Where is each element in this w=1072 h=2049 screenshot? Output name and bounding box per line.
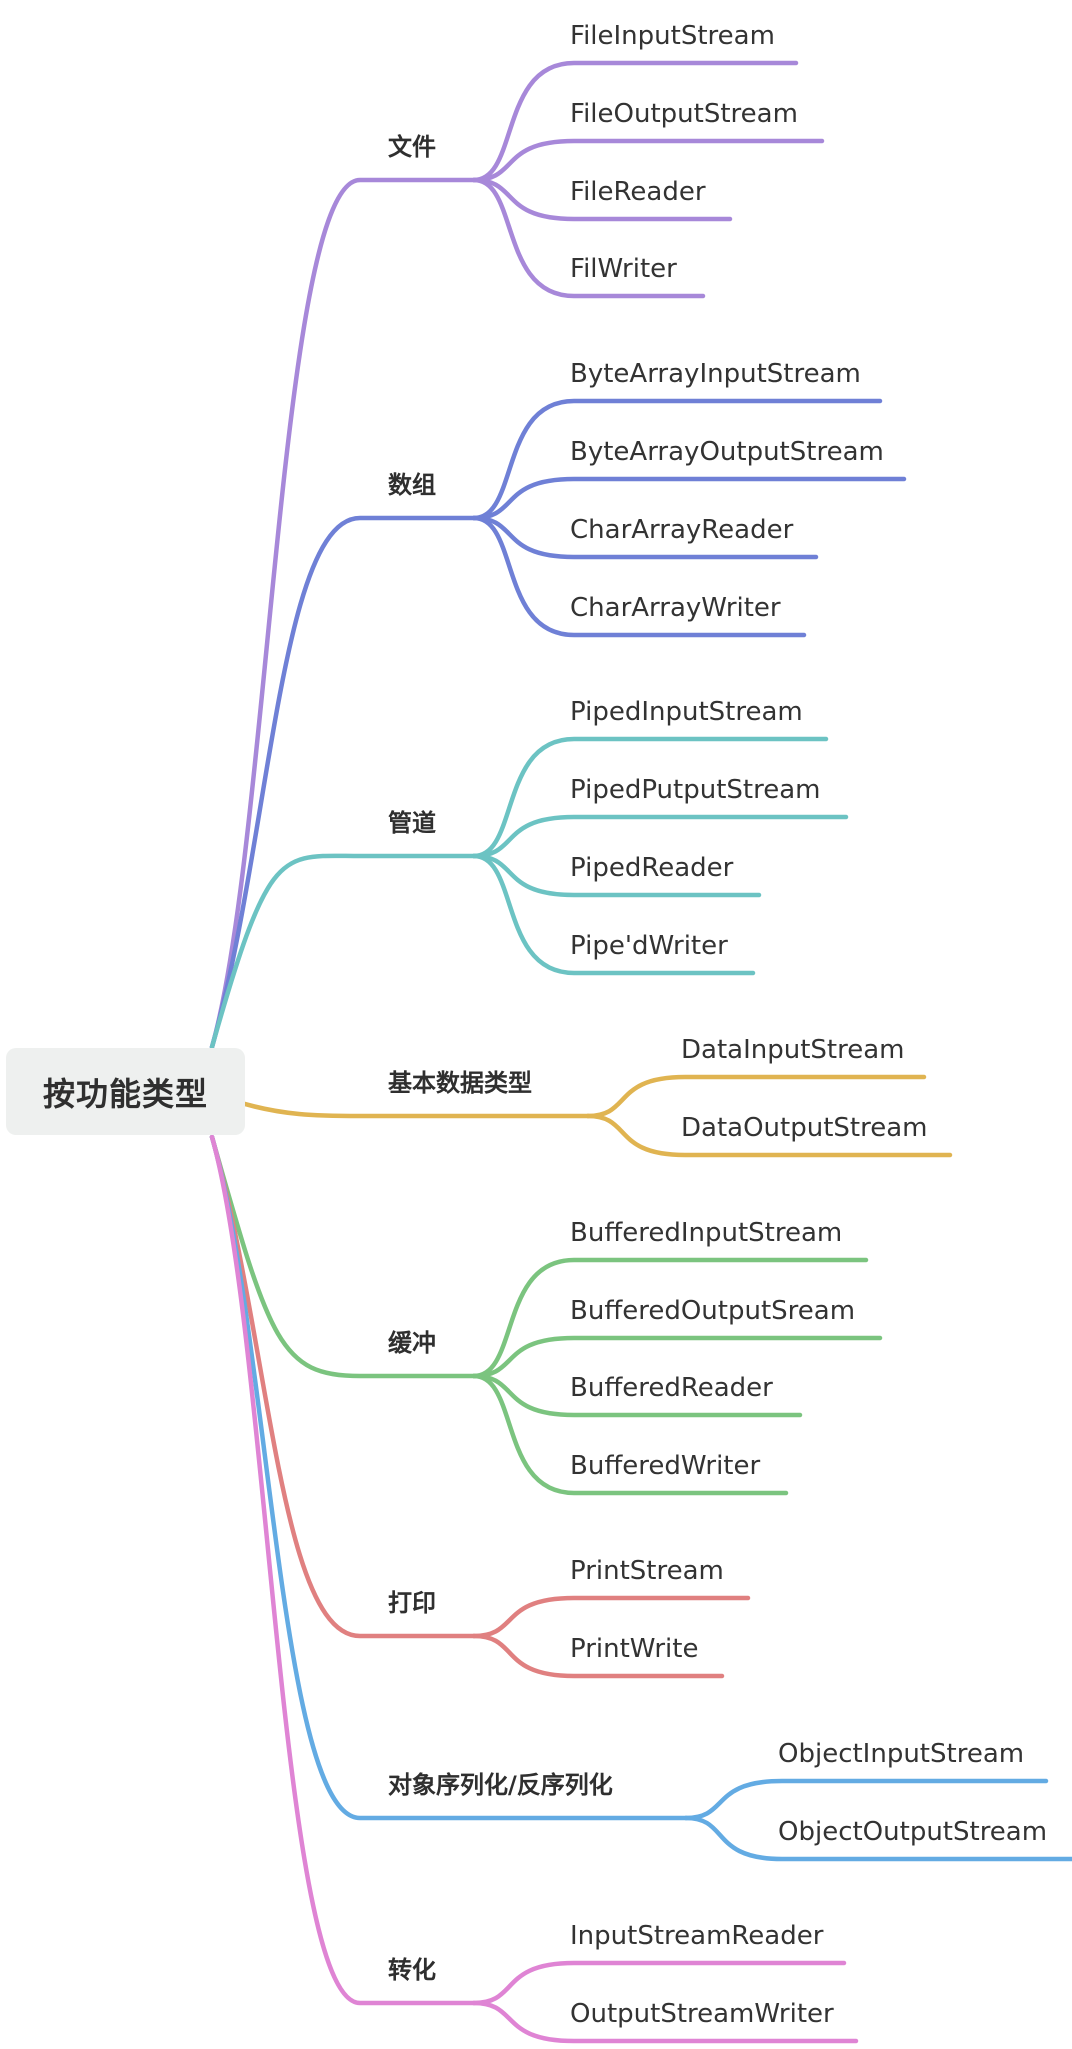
leaf-label[interactable]: CharArrayReader [570,515,794,545]
leaf-connector-0-1 [471,138,825,183]
leaf-connector-2-1 [471,814,849,859]
leaf-label[interactable]: BufferedReader [570,1373,773,1403]
leaf-connector-4-1 [471,1335,883,1379]
branch-connector-2 [209,853,477,1050]
leaf-label[interactable]: FileReader [570,177,706,207]
leaf-connector-1-1 [471,476,907,521]
leaf-connector-3-0 [585,1074,927,1119]
leaf-label[interactable]: BufferedInputStream [570,1218,843,1248]
branch-label[interactable]: 数组 [388,471,436,499]
leaf-connector-5-0 [471,1595,751,1639]
branch-connector-4 [209,1134,477,1379]
leaf-connector-0-2 [471,177,733,222]
leaf-label[interactable]: BufferedOutputSream [570,1296,856,1326]
branch-label[interactable]: 缓冲 [388,1329,436,1357]
branch-label[interactable]: 文件 [388,133,436,161]
leaf-connector-1-0 [471,398,883,521]
leaf-connector-2-2 [471,853,762,898]
branch-connector-1 [209,515,477,1050]
leaf-label[interactable]: FilWriter [570,254,677,284]
branch-label[interactable]: 打印 [388,1589,436,1617]
leaf-label[interactable]: PrintWrite [570,1634,699,1664]
leaf-label[interactable]: ByteArrayOutputStream [570,437,884,467]
leaf-connector-6-0 [683,1778,1049,1821]
branch-label[interactable]: 对象序列化/反序列化 [388,1771,613,1799]
leaf-connector-2-0 [471,736,829,859]
leaf-label[interactable]: InputStreamReader [570,1921,824,1951]
leaf-connector-1-3 [471,515,807,638]
leaf-label[interactable]: ByteArrayInputStream [570,359,861,389]
leaf-connector-0-0 [471,60,799,183]
leaf-connector-4-0 [471,1257,869,1379]
root-label: 按功能类型 [42,1074,208,1113]
leaf-connector-4-2 [471,1373,803,1418]
leaf-label[interactable]: DataOutputStream [681,1113,928,1143]
leaf-connector-0-3 [471,177,706,299]
leaf-connector-4-3 [471,1373,789,1496]
leaf-label[interactable]: PrintStream [570,1556,724,1586]
leaf-label[interactable]: OutputStreamWriter [570,1999,834,2029]
leaf-connector-1-2 [471,515,819,560]
leaf-label[interactable]: PipedReader [570,853,734,883]
branch-label[interactable]: 转化 [388,1956,436,1984]
leaf-label[interactable]: CharArrayWriter [570,593,781,623]
leaf-label[interactable]: PipedPutputStream [570,775,821,805]
branch-connector-3 [229,1097,591,1119]
branch-label[interactable]: 基本数据类型 [388,1069,532,1097]
root-node[interactable]: 按功能类型 [6,1048,245,1135]
leaf-connector-5-1 [471,1633,725,1679]
leaf-connector-3-1 [585,1113,953,1158]
leaf-label[interactable]: DataInputStream [681,1035,905,1065]
leaf-connector-6-1 [683,1815,1072,1862]
branch-connector-7 [209,1134,477,2006]
leaf-label[interactable]: BufferedWriter [570,1451,761,1481]
leaf-label[interactable]: Pipe'dWriter [570,931,728,961]
branch-label[interactable]: 管道 [388,809,436,837]
leaf-connector-7-1 [471,2000,859,2044]
leaf-label[interactable]: ObjectOutputStream [778,1817,1048,1847]
leaf-label[interactable]: ObjectInputStream [778,1739,1025,1769]
leaf-connector-2-3 [471,853,756,976]
leaf-label[interactable]: FileInputStream [570,21,775,51]
leaf-label[interactable]: FileOutputStream [570,99,798,129]
branch-connector-0 [209,177,477,1050]
leaf-connector-7-0 [471,1960,847,2006]
leaf-label[interactable]: PipedInputStream [570,697,803,727]
